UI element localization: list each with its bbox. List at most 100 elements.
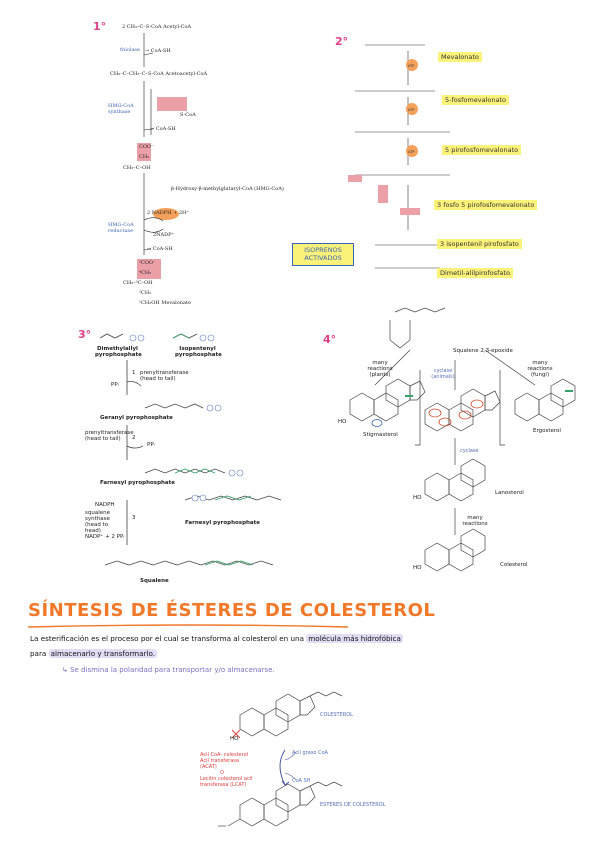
coash-3: → CoA-SH [147, 246, 173, 252]
nadph-oval [153, 208, 179, 220]
oh-line: CH₃–C–OH [123, 165, 151, 171]
many-reactions-label: many reactions [462, 515, 488, 527]
farnesyl-label: Farnesyl pyrophosphate [100, 480, 176, 486]
cyclase-animals-label: cyclase (animals) [423, 368, 463, 380]
nadph-label-3: NADPH [95, 502, 115, 508]
nadph-label: 2 NADPH + 2H⁺ [147, 210, 190, 216]
prenyltransferase-1: prenyltransferase (head to tail) [140, 370, 189, 382]
ho-colesterol: HO [413, 565, 422, 571]
section-title: SÍNTESIS DE ÉSTERES DE COLESTEROL [28, 600, 436, 621]
ch2c-label: ²CH₂ [139, 290, 152, 296]
panel4-sterol-synthesis: Squalene 2,3-epoxide many reactions (pla… [335, 300, 590, 590]
atp-circle-1 [406, 59, 418, 71]
label-3-fosfo-5-pirofosfomevalonato: 3 fosfo 5 pirofosfomevalonato [434, 200, 538, 210]
isoprenos-activados-box: ISOPRENOS ACTIVADOS [292, 243, 354, 266]
atp-text-2: ATP [408, 108, 414, 112]
hmgcoa-synthase-label: HMG-CoA synthase [108, 103, 134, 115]
panel1-number: 1° [93, 20, 107, 33]
enzyme-line-1: Acil CoA- colesterol [200, 752, 249, 758]
ergosterol-label: Ergosterol [533, 428, 561, 434]
ch2-label: CH₂ [139, 154, 150, 160]
polarity-line: ↳ Se dismina la polaridad para transport… [62, 666, 275, 674]
colesterol-label-2: COLESTEROL [320, 712, 353, 718]
ppi-1: PPᵢ [111, 382, 119, 388]
line2-text: para [30, 649, 49, 658]
lanosterol-label: Lanosterol [495, 490, 524, 496]
ppi-2: PPᵢ [147, 442, 155, 448]
squalene-label: Squalene [140, 578, 169, 584]
ch2b-label: ⁴CH₂ [139, 270, 152, 276]
panel2-structures: ATP ATP ATP [348, 44, 450, 269]
stigmasterol-label: Stigmasterol [363, 432, 398, 438]
enzyme-line-4: O [220, 770, 224, 776]
ho-lanosterol: HO [413, 495, 422, 501]
enzyme-line-6: transferasa (LCAT) [200, 782, 247, 788]
pink-mark-1 [348, 175, 362, 182]
scoa-label: S-CoA [180, 112, 196, 118]
acyl-coa-label: Acil graso CoA [292, 750, 328, 756]
label-5-fosfomevalonato: 5-fosfomevalonato [442, 95, 509, 105]
nadp-label: 2NADP⁺ [153, 232, 175, 238]
ho-ester: HO [230, 736, 239, 742]
coash-2: → CoA-SH [150, 126, 176, 132]
panel1-arrows [143, 33, 164, 255]
coash-1: → CoA-SH [145, 48, 171, 54]
label-dimetil-alilpirofosfato: Dimetil-alilpirofosfato [437, 268, 513, 278]
coo-label: COO⁻ [139, 144, 154, 150]
label-3-isopentenil-pirofosfato: 3 isopentenil pirofosfato [437, 239, 522, 249]
pink-box-2 [137, 143, 151, 161]
esteres-label: ESTERES DE COLESTEROL [320, 802, 386, 808]
panel2-number: 2° [335, 35, 349, 48]
pink-box-3 [137, 259, 161, 279]
label-mevalonato: Mevalonato [438, 52, 482, 62]
mevalonate-line: ¹CH₂OH Mevalonate [139, 300, 191, 306]
atp-circle-3 [406, 145, 418, 157]
pink-mark-3 [400, 208, 420, 215]
line2-highlight: almacenarlo y transformarlo. [48, 649, 158, 658]
ester-diagram: COLESTEROL Acil CoA- colesterol Acil tra… [200, 690, 430, 840]
dimethylallyl-label: Dimethylallyl pyrophosphate [95, 346, 142, 358]
pink-box-1 [157, 97, 187, 111]
panel3-number: 3° [78, 328, 92, 341]
hmg-name: β-Hydroxy-β-methylglutaryl-CoA (HMG-CoA) [171, 186, 284, 192]
esterification-line2: para almacenarlo y transformarlo. [30, 649, 158, 658]
step-1: 1 [132, 370, 136, 376]
farnesyl-label-2: Farnesyl pyrophosphate [185, 520, 261, 526]
oh-line2: CH₃–³C–OH [123, 280, 153, 286]
prenyltransferase-2: prenyltransferase (head to tail) [85, 430, 134, 442]
enzyme-line-2: Acil transferasa [200, 758, 239, 764]
step-2: 2 [132, 435, 136, 441]
acetoacetyl-line: CH₃–C–CH₂–C–S-CoA Acetoacetyl-CoA [110, 71, 208, 77]
pink-mark-2 [378, 185, 388, 203]
thiolase-label: thiolase [120, 47, 140, 53]
squalene-epoxide-label: Squalene 2,3-epoxide [453, 348, 513, 354]
panel3-squalene-synthesis: Dimethylallyl pyrophosphate Isopentenyl … [85, 330, 305, 595]
panel4-number: 4° [323, 333, 337, 346]
enzyme-line-3: (ACAT) [200, 764, 217, 770]
acetyl-coa-line: 2 CH₃–C–S-CoA Acetyl-CoA [122, 24, 192, 30]
many-reactions-plants: many reactions (plants) [367, 360, 393, 378]
line1-text: La esterificación es el proceso por el c… [30, 634, 307, 643]
esterification-line1: La esterificación es el proceso por el c… [30, 634, 403, 643]
atp-circle-2 [406, 103, 418, 115]
ho-stigmasterol: HO [338, 419, 347, 425]
title-underline [27, 624, 349, 628]
hmgcoa-reductase-label: HMG-CoA reductase [108, 222, 134, 234]
line1-highlight: molécula más hidrofóbica [306, 634, 403, 643]
many-reactions-fungi: many reactions (fungi) [527, 360, 553, 378]
atp-text-3: ATP [408, 150, 414, 154]
coo2-label: ⁵COO⁻ [139, 260, 156, 266]
coash-label: CoA SH [292, 778, 311, 784]
panel3-structures [99, 333, 282, 566]
atp-text-1: ATP [408, 64, 414, 68]
ester-structures [218, 691, 343, 827]
isopentenyl-label: Isopentenyl pyrophosphate [175, 346, 222, 358]
colesterol-label: Colesterol [500, 562, 528, 568]
label-5-pirofosfomevalonato: 5 pirofosfomevalonato [442, 145, 522, 155]
enzyme-line-5: Lecitin colesterol acil [200, 776, 253, 782]
panel1-hmg-pathway: 2 CH₃–C–S-CoA Acetyl-CoA thiolase → CoA-… [95, 15, 305, 306]
reaction-arrow [279, 749, 286, 786]
squalene-synthase-label: squalene synthase (head to head) [85, 510, 110, 534]
cyclase-label: cyclase [460, 448, 479, 454]
enzyme-acat-lcat: Acil CoA- colesterol Acil transferasa (A… [200, 752, 270, 788]
